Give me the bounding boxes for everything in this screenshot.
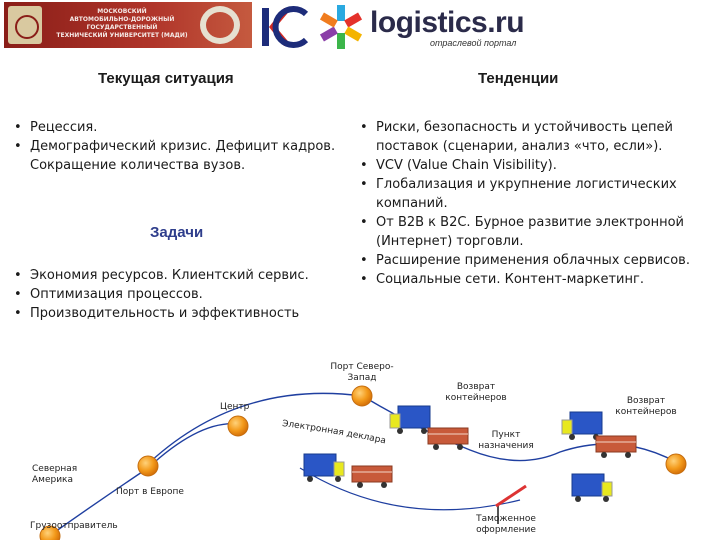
- trends-heading: Тенденции: [478, 70, 559, 87]
- label-destination: Пункт назначения: [478, 430, 534, 451]
- label-return-2: Возврат контейнеров: [615, 396, 677, 417]
- list-item: VCV (Value Chain Visibility).: [354, 156, 704, 175]
- trends-list: Риски, безопасность и устойчивость цепей…: [354, 118, 704, 289]
- label-north-america: Северная Америка: [32, 464, 78, 485]
- list-item: Рецессия.: [8, 118, 353, 137]
- label-shipper: Грузоотправитель: [30, 521, 118, 531]
- list-item: Расширение применения облачных сервисов.: [354, 251, 704, 270]
- logistics-star-icon: [319, 5, 363, 49]
- logistics-logo-text: logistics.ru: [370, 6, 525, 39]
- route-shipper-europe: [51, 467, 149, 535]
- tasks-list: Экономия ресурсов. Клиентский сервис. Оп…: [8, 266, 353, 323]
- list-item: Оптимизация процессов.: [8, 285, 353, 304]
- madi-line-3: ТЕХНИЧЕСКИЙ УНИВЕРСИТЕТ (МАДИ): [56, 32, 188, 39]
- madi-seal-icon: [8, 6, 42, 44]
- railcar-icon: [427, 427, 469, 450]
- node-port-europe: [137, 455, 159, 477]
- madi-line-1: МОСКОВСКИЙ: [97, 8, 147, 15]
- madi-line-2: АВТОМОБИЛЬНО-ДОРОЖНЫЙ ГОСУДАРСТВЕННЫЙ: [69, 16, 175, 31]
- label-center: Центр: [220, 402, 250, 412]
- current-situation-heading: Текущая ситуация: [98, 70, 234, 87]
- madi-ring-icon: [200, 6, 240, 44]
- logistics-tagline: отраслевой портал: [430, 38, 517, 48]
- truck-icon: [303, 453, 345, 482]
- label-port-nw: Порт Северо-Запад: [330, 362, 394, 383]
- barrier-arm-icon: [495, 484, 527, 508]
- railcar-icon: [595, 435, 637, 458]
- list-item: Экономия ресурсов. Клиентский сервис.: [8, 266, 353, 285]
- route-customs: [299, 467, 521, 511]
- node-port-nw: [351, 385, 373, 407]
- railcar-icon: [351, 465, 393, 488]
- list-item: От B2B к B2C. Бурное развитие электронно…: [354, 213, 704, 251]
- route-europe-port: [149, 392, 363, 463]
- node-shipper: [39, 525, 61, 540]
- label-customs: Таможенное оформление: [476, 514, 536, 535]
- truck-icon: [389, 405, 431, 434]
- label-port-europe: Порт в Европе: [116, 487, 184, 497]
- tasks-heading: Задачи: [150, 224, 204, 241]
- node-center: [227, 415, 249, 437]
- supply-chain-diagram: Электронная декларация: [0, 350, 687, 540]
- madi-logo: МОСКОВСКИЙ АВТОМОБИЛЬНО-ДОРОЖНЫЙ ГОСУДАР…: [4, 2, 252, 48]
- ksl-logo: [262, 6, 308, 48]
- truck-icon: [571, 473, 613, 502]
- list-item: Демографический кризис. Дефицит кадров. …: [8, 137, 353, 175]
- label-return-1: Возврат контейнеров: [445, 382, 507, 403]
- current-situation-list: Рецессия. Демографический кризис. Дефици…: [8, 118, 353, 175]
- list-item: Социальные сети. Контент-маркетинг.: [354, 270, 704, 289]
- label-e-declaration: Электронная декларация: [0, 350, 387, 446]
- list-item: Риски, безопасность и устойчивость цепей…: [354, 118, 704, 156]
- node-destination: [665, 453, 687, 475]
- list-item: Производительность и эффективность: [8, 304, 353, 323]
- list-item: Глобализация и укрупнение логистических …: [354, 175, 704, 213]
